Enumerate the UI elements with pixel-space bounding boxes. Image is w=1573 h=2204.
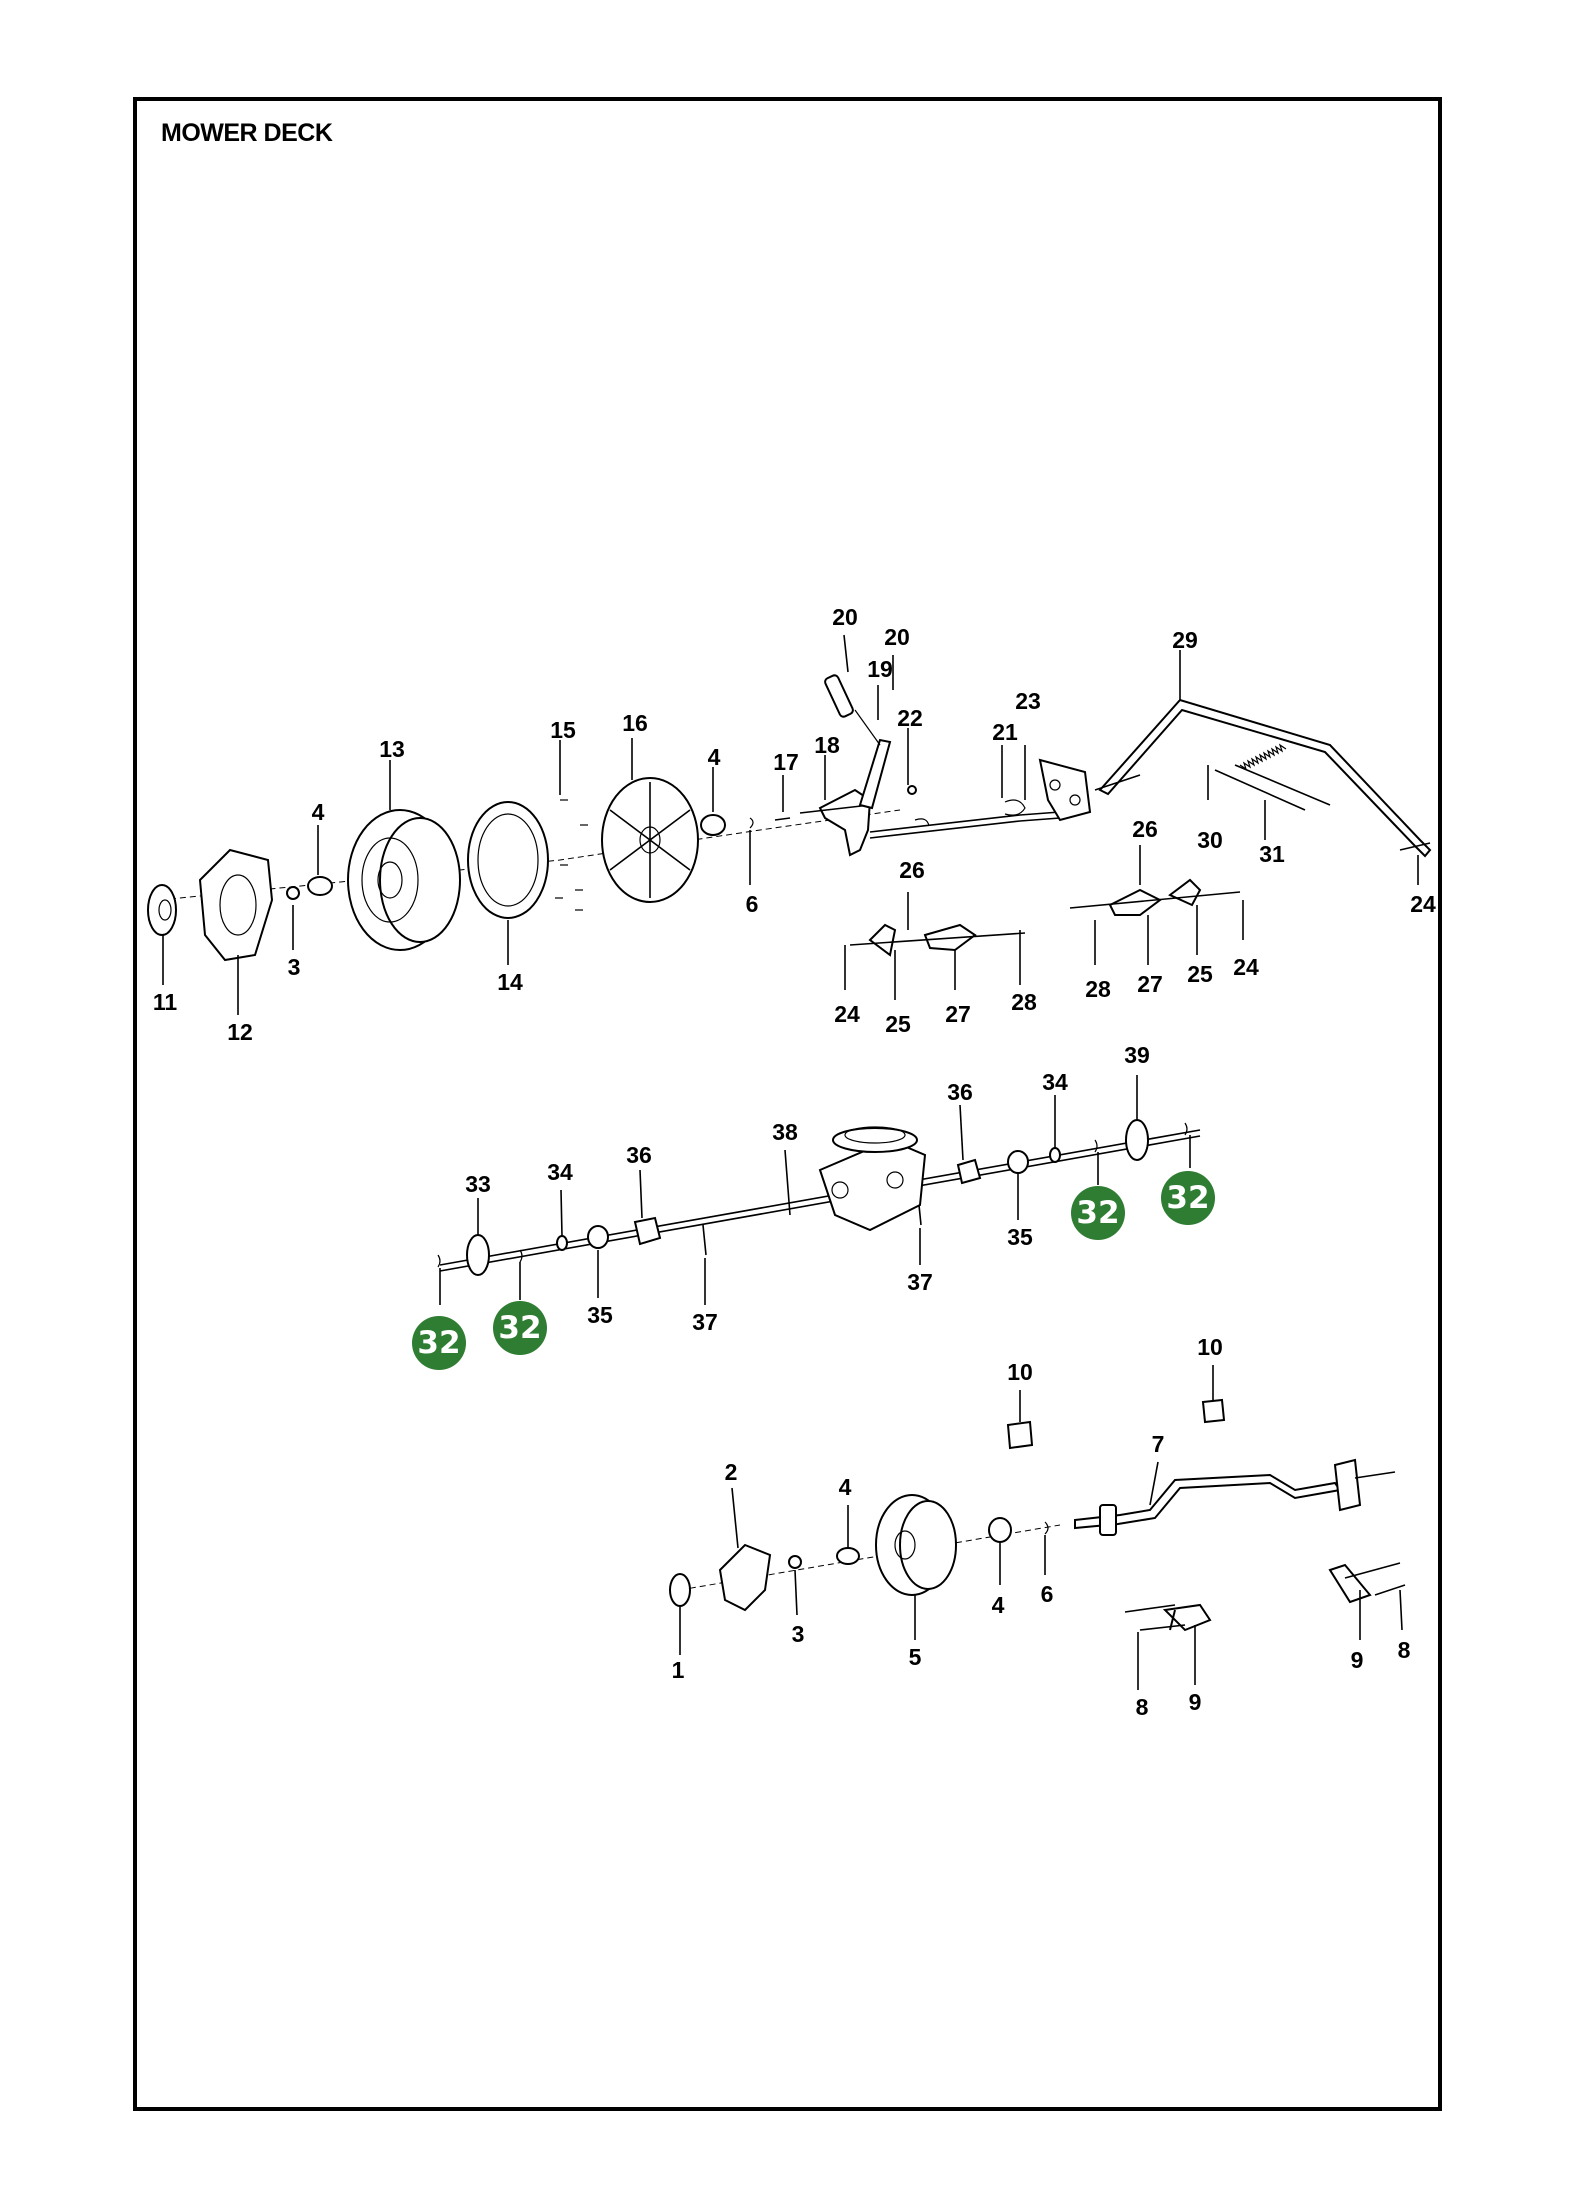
- callout-34: 34: [1042, 1069, 1068, 1095]
- callout-13: 13: [379, 736, 405, 762]
- callout-36: 36: [947, 1079, 973, 1105]
- gear-ring-part: [467, 801, 549, 919]
- callout-9: 9: [1351, 1647, 1364, 1673]
- callout-27: 27: [1137, 971, 1163, 997]
- lever-grip: [824, 674, 854, 718]
- hub-cap-part: [147, 884, 177, 936]
- callout-16: 16: [622, 710, 648, 736]
- callout-17: 17: [773, 749, 799, 775]
- callout-28: 28: [1011, 989, 1037, 1015]
- leader-lines: [162, 634, 1419, 1690]
- callout-7: 7: [1152, 1431, 1165, 1457]
- svg-text:32: 32: [417, 1325, 460, 1361]
- callout-14: 14: [497, 969, 523, 995]
- callout-21: 21: [992, 719, 1018, 745]
- callout-33: 33: [465, 1171, 491, 1197]
- callout-29: 29: [1172, 627, 1198, 653]
- diagram-frame: MOWER DECK: [133, 97, 1442, 2111]
- callout-24: 24: [1410, 891, 1436, 917]
- callout-25: 25: [885, 1011, 911, 1037]
- callout-34: 34: [547, 1159, 573, 1185]
- callout-4: 4: [839, 1474, 852, 1500]
- badge-32: 32: [493, 1301, 547, 1355]
- callout-4: 4: [708, 744, 721, 770]
- callout-36: 36: [626, 1142, 652, 1168]
- callout-3: 3: [288, 954, 301, 980]
- front-axle-assembly: [669, 1398, 1406, 1632]
- callout-8: 8: [1136, 1694, 1149, 1720]
- svg-text:32: 32: [1076, 1195, 1119, 1231]
- callout-35: 35: [1007, 1224, 1033, 1250]
- page-title: MOWER DECK: [161, 119, 333, 147]
- badge-32: 32: [1161, 1171, 1215, 1225]
- callout-28: 28: [1085, 976, 1111, 1002]
- callout-1: 1: [672, 1657, 685, 1683]
- callout-12: 12: [227, 1019, 253, 1045]
- callout-25: 25: [1187, 961, 1213, 987]
- wheel-cover-part: [198, 848, 274, 962]
- callout-18: 18: [814, 732, 840, 758]
- front-wheel-cover: [718, 1543, 772, 1612]
- callout-23: 23: [1015, 688, 1041, 714]
- svg-text:32: 32: [498, 1310, 541, 1346]
- callout-9: 9: [1189, 1689, 1202, 1715]
- badge-32: 32: [1071, 1186, 1125, 1240]
- callout-8: 8: [1398, 1637, 1411, 1663]
- callout-3: 3: [792, 1621, 805, 1647]
- callout-4: 4: [992, 1592, 1005, 1618]
- callout-10: 10: [1007, 1359, 1033, 1385]
- callout-39: 39: [1124, 1042, 1150, 1068]
- gearbox-assembly: [437, 1119, 1201, 1276]
- callout-30: 30: [1197, 827, 1223, 853]
- callout-19: 19: [867, 656, 893, 682]
- front-hub-cap: [669, 1573, 691, 1607]
- callout-2: 2: [725, 1459, 738, 1485]
- callout-labels: 20 20 19 29 22 23 21 18 17 4 16 15 13 4 …: [153, 604, 1436, 1720]
- callout-10: 10: [1197, 1334, 1223, 1360]
- callout-11: 11: [153, 989, 178, 1015]
- gearbox-housing: [818, 1138, 927, 1232]
- bracket-part: [1038, 758, 1092, 822]
- pinion-gear-right: [1125, 1119, 1149, 1161]
- callout-27: 27: [945, 1001, 971, 1027]
- badge-32: 32: [412, 1316, 466, 1370]
- callout-38: 38: [772, 1119, 798, 1145]
- callout-6: 6: [746, 891, 759, 917]
- callout-20: 20: [884, 624, 910, 650]
- callout-15: 15: [550, 717, 576, 743]
- callout-24: 24: [834, 1001, 860, 1027]
- callout-22: 22: [897, 705, 923, 731]
- callout-37: 37: [692, 1309, 718, 1335]
- callout-37: 37: [907, 1269, 933, 1295]
- callout-4: 4: [312, 799, 325, 825]
- callout-26: 26: [1132, 816, 1158, 842]
- highlight-badges: 32 32 32 32: [412, 1171, 1215, 1370]
- callout-35: 35: [587, 1302, 613, 1328]
- callout-6: 6: [1041, 1581, 1054, 1607]
- pinion-gear-left: [466, 1234, 490, 1276]
- callout-24: 24: [1233, 954, 1259, 980]
- callout-20: 20: [832, 604, 858, 630]
- callout-5: 5: [909, 1644, 922, 1670]
- rear-wheel-assembly: [147, 674, 1432, 962]
- handle-bar-part: [1098, 698, 1432, 858]
- callout-26: 26: [899, 857, 925, 883]
- callout-31: 31: [1259, 841, 1285, 867]
- svg-text:32: 32: [1166, 1180, 1209, 1216]
